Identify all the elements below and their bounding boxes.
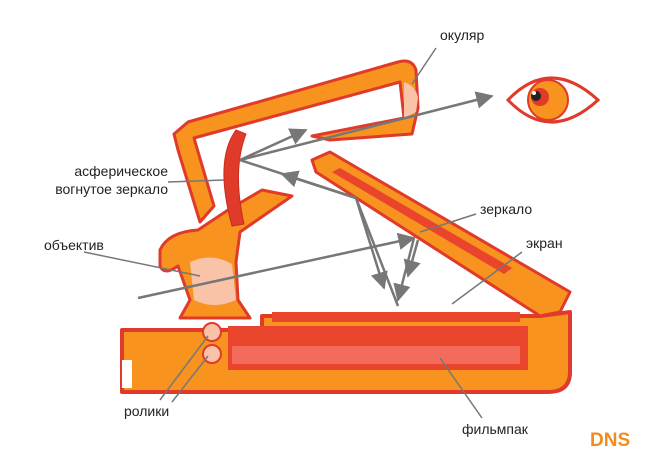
dns-logo: DNS [590, 430, 630, 451]
mirror-screen-panel [310, 150, 572, 318]
light-rays [137, 91, 494, 307]
roller-bottom [202, 344, 222, 364]
body-top-plate [272, 312, 520, 322]
label-eyepiece: окуляр [440, 27, 485, 43]
leader-eyepiece [411, 47, 437, 85]
ray-to-eyepiece [239, 91, 494, 162]
filmpack-shape [228, 326, 528, 370]
leader-screen [451, 251, 523, 305]
leader-aspheric [167, 179, 225, 183]
ray-mirror-to-film-1 [393, 237, 416, 302]
label-filmpack: фильмпак [462, 421, 529, 437]
label-mirror: зеркало [480, 201, 532, 217]
mirror-strip [332, 168, 512, 274]
leader-mirror [419, 213, 477, 233]
ray-down-2 [354, 197, 388, 290]
label-screen: экран [526, 235, 563, 251]
label-aspheric-line2: вогнутое зеркало [55, 181, 168, 197]
viewfinder-hood [172, 59, 420, 224]
leader-rollers-2 [171, 355, 209, 403]
aspheric-mirror-shape [223, 129, 247, 227]
leader-lines [83, 47, 523, 419]
label-lens: объектив [44, 237, 104, 253]
ray-aspheric-up [239, 128, 308, 162]
ray-mirror-down-1 [403, 239, 421, 278]
leader-rollers-1 [159, 335, 209, 401]
lens-housing [158, 188, 294, 320]
label-aspheric-line1: асферическое [74, 163, 168, 179]
label-rollers: ролики [124, 403, 169, 419]
eye-icon [505, 76, 601, 124]
leader-filmpack [439, 357, 483, 419]
leader-lens [83, 251, 201, 277]
eyepiece-lens [404, 82, 418, 118]
ray-screen-return [280, 170, 357, 200]
ray-lens-to-mirror [137, 232, 416, 300]
ray-screen-up [354, 197, 400, 307]
body-foot [122, 360, 132, 388]
